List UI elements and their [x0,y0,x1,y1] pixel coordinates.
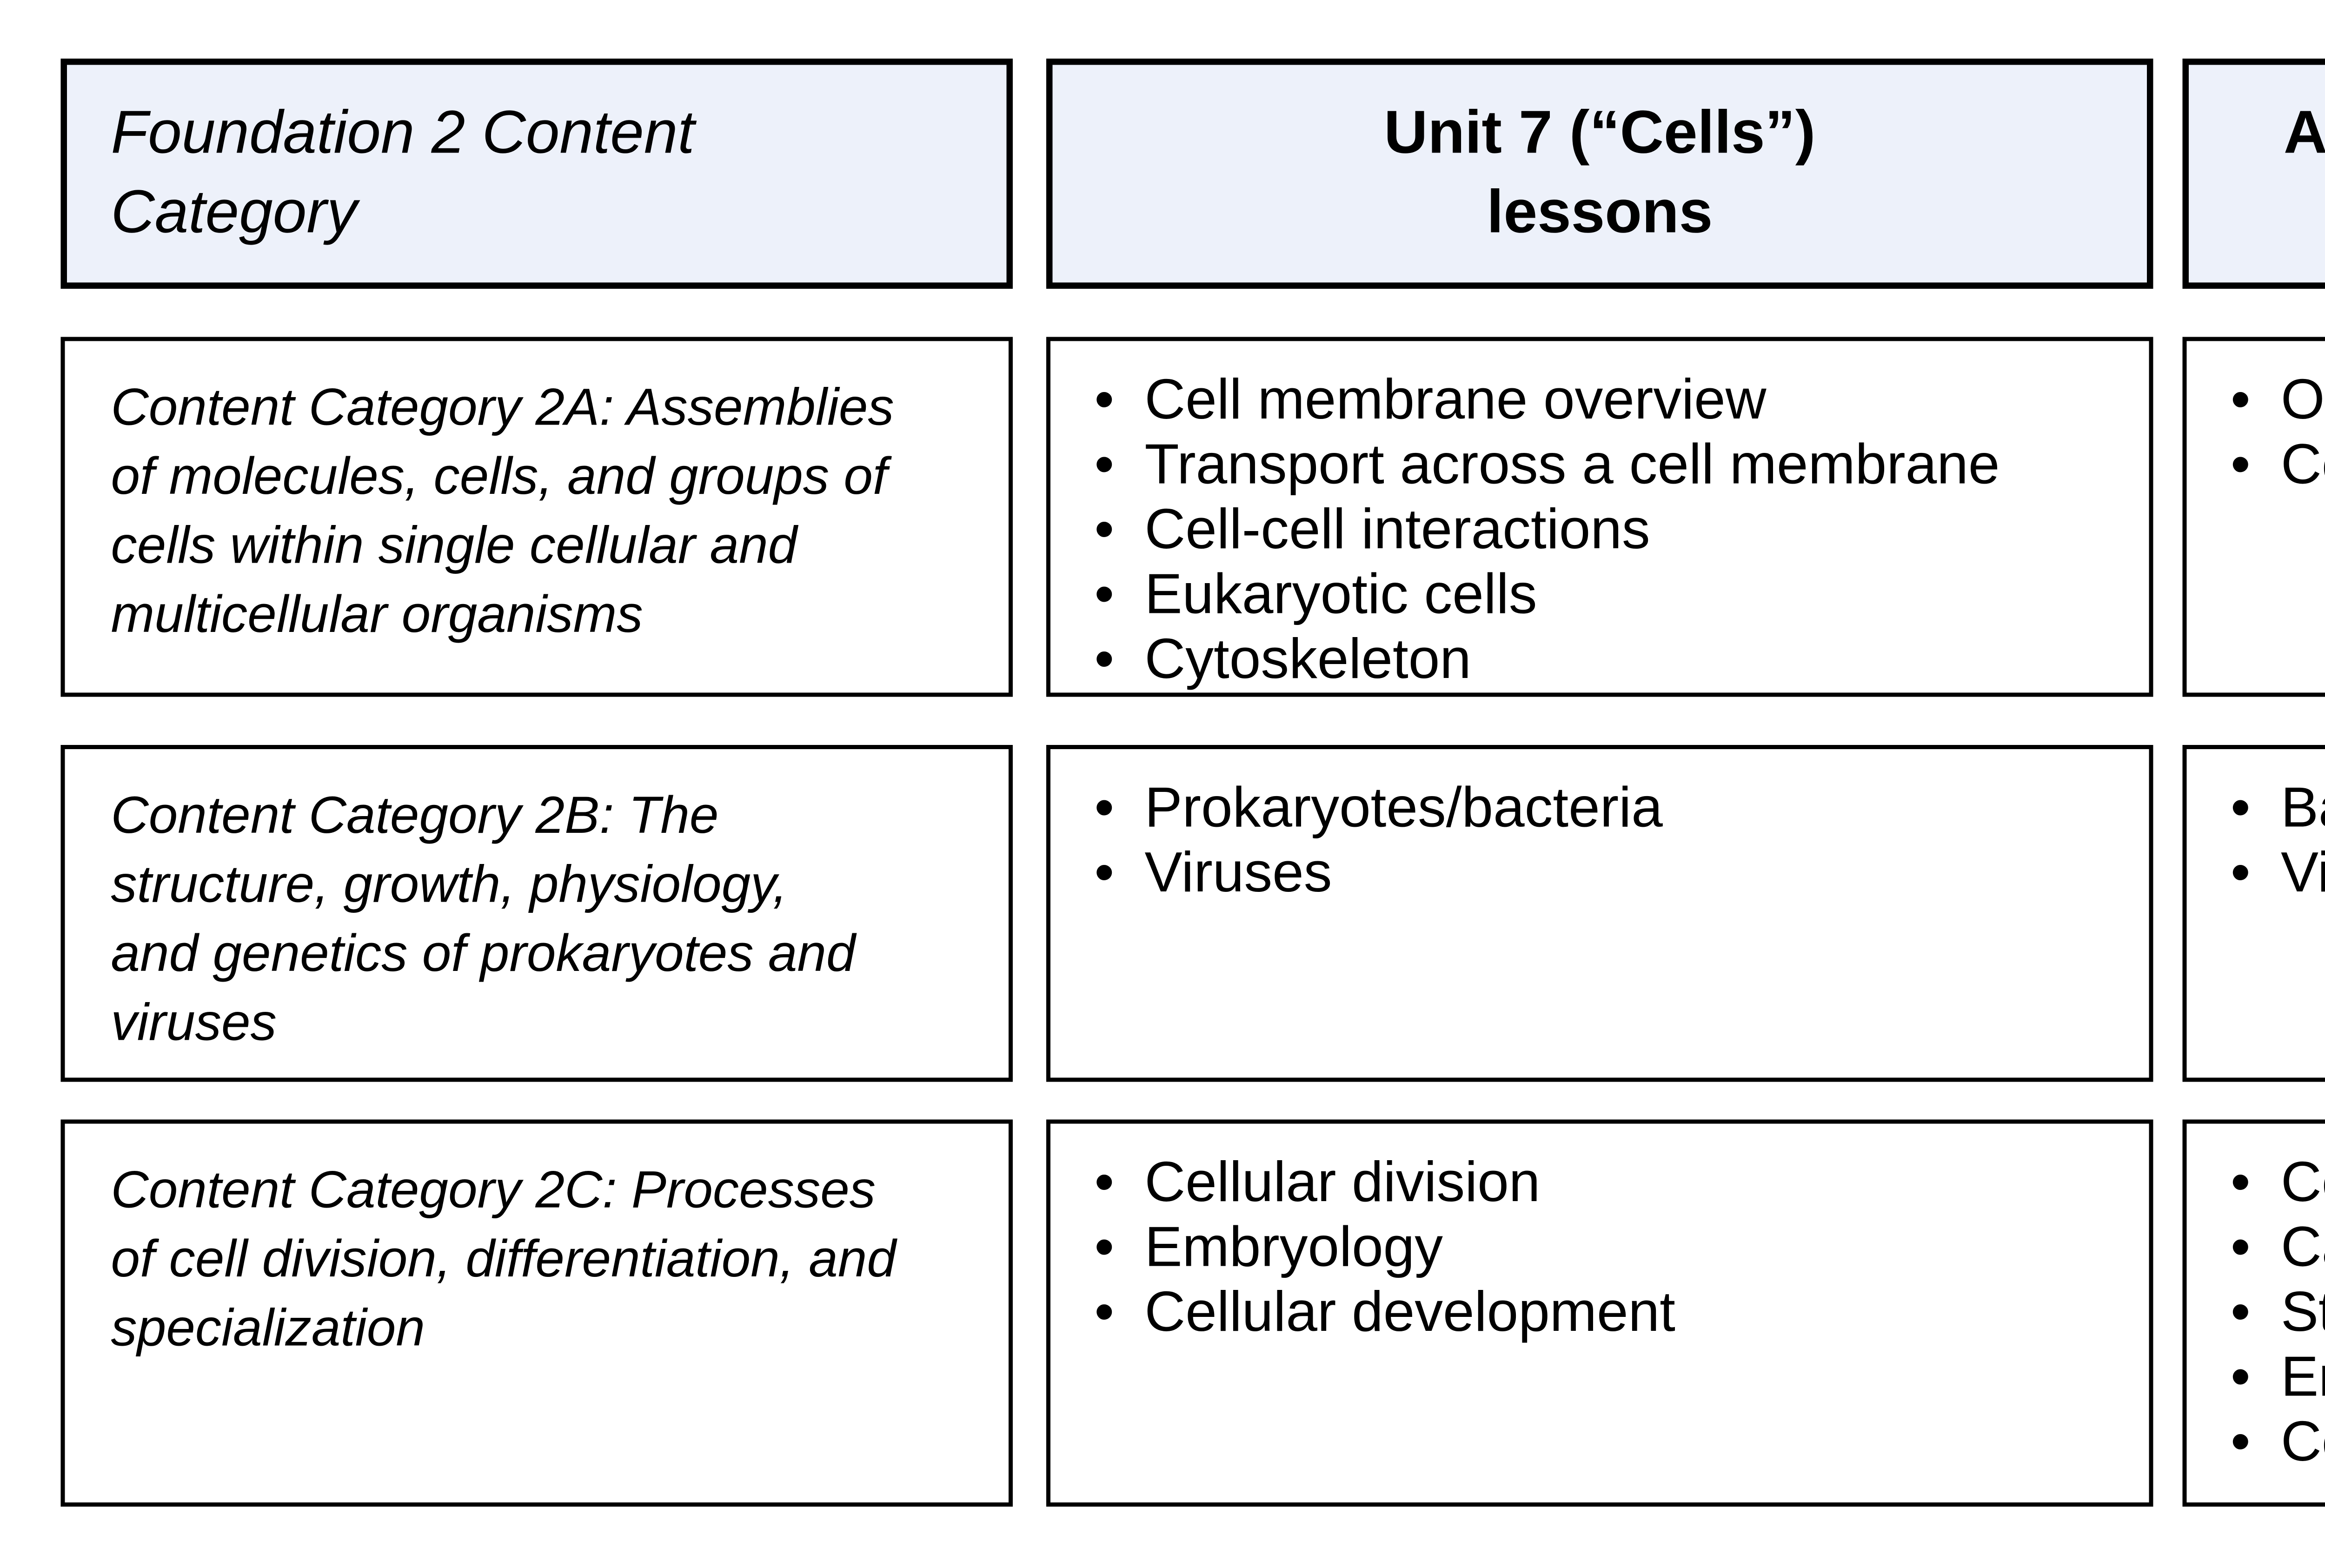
lessons-list: Cellular division Embryology Cellular de… [1050,1124,2149,1346]
category-text-line: Content Category 2C: Processes [111,1161,876,1220]
category-cell-2c: Content Category 2C: Processes of cell d… [60,1119,1013,1507]
header-text-line: Associated passage topics [2283,100,2325,167]
category-text-line: specialization [111,1299,425,1358]
lesson-item: Cytoskeleton [1095,628,2132,693]
lesson-item: Viruses [1095,841,2132,906]
lessons-list: Prokaryotes/bacteria Viruses [1050,749,2149,906]
header-cell-unit7-lessons: Unit 7 (“Cells”) lessons [1046,59,2153,289]
lesson-item: Cell-cell interactions [1095,498,2132,563]
topic-item: Bacteria [2231,777,2325,842]
topics-cell-2c: Cell cycle Cancer Stem cells Embryonic d… [2182,1119,2325,1507]
category-text-line: Content Category 2A: Assemblies [111,379,894,438]
category-text-line: cells within single cellular and [111,517,797,576]
topic-item: Organelles [2231,368,2325,433]
header-text-line: Category [111,180,358,247]
topics-cell-2b: Bacteria Viruses [2182,745,2325,1082]
lesson-item: Embryology [1095,1216,2132,1281]
lesson-item: Cellular development [1095,1281,2132,1346]
lesson-item: Eukaryotic cells [1095,563,2132,628]
topic-item: Cancer [2231,1216,2325,1281]
lesson-item: Cellular division [1095,1151,2132,1216]
topic-item: Cell membranes [2231,433,2325,498]
category-text-line: multicellular organisms [111,586,643,644]
topics-list: Organelles Cell membranes [2187,341,2325,498]
topic-item: Viruses [2231,841,2325,906]
category-cell-2b: Content Category 2B: The structure, grow… [60,745,1013,1082]
topic-item: Stem cells [2231,1281,2325,1346]
topic-item: Cell cycle [2231,1151,2325,1216]
header-text-line: Foundation 2 Content [111,100,695,167]
topics-list: Cell cycle Cancer Stem cells Embryonic d… [2187,1124,2325,1475]
lesson-item: Prokaryotes/bacteria [1095,777,2132,842]
header-text-line: lessons [1487,180,1713,247]
category-text-line: of molecules, cells, and groups of [111,448,888,506]
category-text-line: of cell division, differentiation, and [111,1230,897,1289]
topics-cell-2a: Organelles Cell membranes [2182,337,2325,697]
lessons-cell-2c: Cellular division Embryology Cellular de… [1046,1119,2153,1507]
category-text-line: and genetics of prokaryotes and [111,925,856,983]
lesson-item: Transport across a cell membrane [1095,433,2132,498]
topic-item: Embryonic development [2231,1346,2325,1411]
topic-item: Cell studies [2231,1410,2325,1475]
category-text-line: Content Category 2B: The [111,787,719,845]
category-cell-2a: Content Category 2A: Assemblies of molec… [60,337,1013,697]
header-text-line: Unit 7 (“Cells”) [1384,100,1816,167]
lessons-cell-2a: Cell membrane overview Transport across … [1046,337,2153,697]
header-cell-foundation-category: Foundation 2 Content Category [60,59,1013,289]
header-cell-passage-topics: Associated passage topics in this set [2182,59,2325,289]
category-text-line: structure, growth, physiology, [111,856,788,915]
topics-list: Bacteria Viruses [2187,749,2325,906]
lesson-item: Cell membrane overview [1095,368,2132,433]
lessons-cell-2b: Prokaryotes/bacteria Viruses [1046,745,2153,1082]
category-text-line: viruses [111,994,277,1053]
lessons-list: Cell membrane overview Transport across … [1050,341,2149,693]
